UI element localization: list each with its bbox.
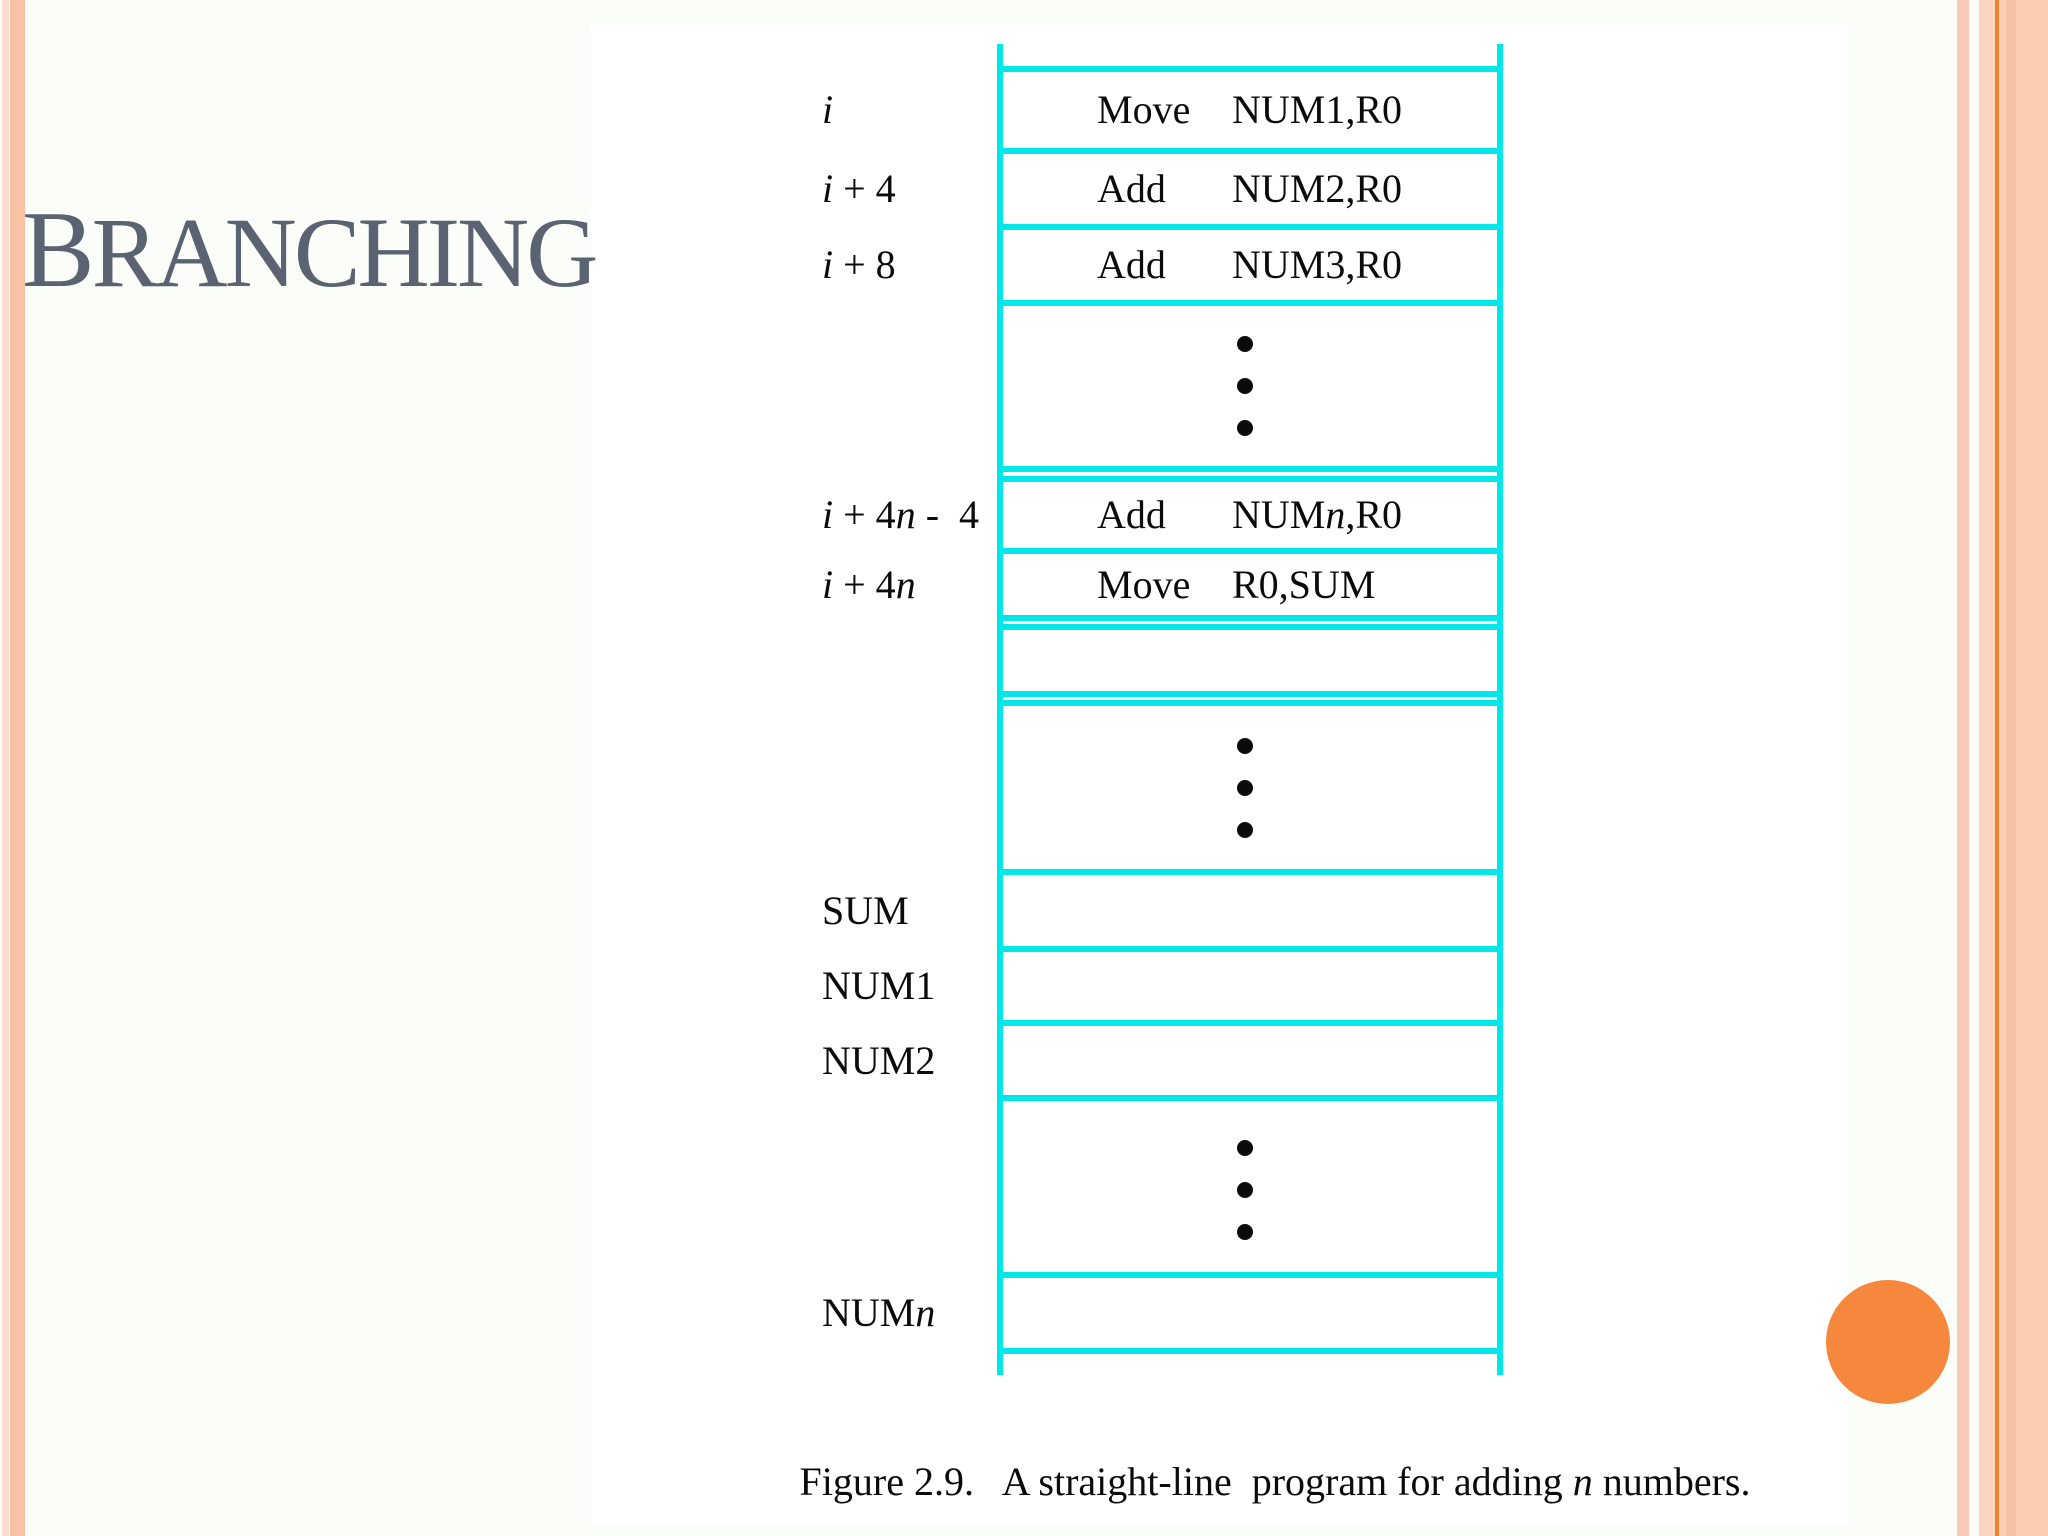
address-label: SUM xyxy=(822,887,997,935)
hline xyxy=(997,548,1503,554)
hline xyxy=(997,946,1503,952)
right-edge-band-inner-shade xyxy=(2006,0,2016,1536)
text-segment: NUM2 xyxy=(822,1037,936,1083)
hline xyxy=(997,466,1503,472)
address-label: i + 4n xyxy=(822,561,997,609)
right-edge-stripe-light xyxy=(1957,0,1969,1536)
text-segment: NUM1 xyxy=(822,963,936,1008)
opcode: Add xyxy=(1097,492,1166,537)
italic-text-segment: n xyxy=(1325,492,1346,537)
text-segment: NUM xyxy=(822,1290,916,1335)
orange-circle xyxy=(1826,1280,1950,1404)
ellipsis-dot xyxy=(1237,1139,1253,1156)
ellipsis-dot xyxy=(1237,1181,1253,1198)
page-title: BRANCHING xyxy=(22,189,599,310)
italic-text-segment: i xyxy=(822,87,834,132)
opcode: Move xyxy=(1097,561,1191,607)
ellipsis-dot xyxy=(1237,378,1253,394)
text-segment: NUM1,R0 xyxy=(1232,87,1403,132)
text-segment: NUM3,R0 xyxy=(1232,242,1403,287)
text-segment: + 4 xyxy=(833,492,896,537)
hline xyxy=(997,1272,1503,1278)
ellipsis-dot xyxy=(1237,1223,1253,1240)
vline-right xyxy=(1497,44,1503,1375)
operand: NUM2,R0 xyxy=(1232,165,1402,213)
right-edge-band-light xyxy=(1979,0,1995,1536)
ellipsis-dot xyxy=(1237,821,1253,838)
address-label: NUM1 xyxy=(822,962,997,1010)
italic-text-segment: n xyxy=(895,561,916,607)
opcode: Add xyxy=(1097,242,1166,287)
address-label: i + 4n - 4 xyxy=(822,491,997,539)
address-label: i + 4 xyxy=(822,165,997,213)
left-edge-stripe-main xyxy=(10,0,25,1536)
opcode: Add xyxy=(1097,166,1166,211)
italic-text-segment: n xyxy=(895,492,916,537)
hline xyxy=(997,1095,1503,1101)
address-label: NUMn xyxy=(822,1289,997,1337)
ellipsis-dot xyxy=(1237,779,1253,796)
hline xyxy=(997,615,1503,621)
operand: R0,SUM xyxy=(1232,561,1375,609)
hline xyxy=(997,869,1503,875)
italic-text-segment: i xyxy=(822,492,834,537)
left-edge-stripe-light xyxy=(2,0,9,1536)
text-segment: - 4 xyxy=(915,492,980,537)
hline xyxy=(997,700,1503,706)
hline xyxy=(997,476,1503,482)
address-label: i + 8 xyxy=(822,241,997,289)
text-segment: SUM xyxy=(822,887,909,933)
hline xyxy=(997,66,1503,72)
address-label: i xyxy=(822,86,997,134)
ellipsis-dot xyxy=(1237,420,1253,436)
italic-text-segment: n xyxy=(915,1290,936,1335)
right-edge-accent-line xyxy=(1995,0,1999,1536)
hline xyxy=(997,1348,1503,1354)
hline xyxy=(997,300,1503,306)
operand: NUM3,R0 xyxy=(1232,241,1402,289)
italic-text-segment: i xyxy=(822,561,834,607)
hline xyxy=(997,1020,1503,1026)
italic-text-segment: n xyxy=(1572,1459,1593,1504)
text-segment: + 8 xyxy=(833,242,896,287)
ellipsis-dot xyxy=(1237,336,1253,352)
text-segment: ,R0 xyxy=(1345,492,1403,537)
hline xyxy=(997,148,1503,154)
hline xyxy=(997,224,1503,230)
opcode: Move xyxy=(1097,87,1191,132)
text-segment: numbers. xyxy=(1592,1459,1751,1504)
italic-text-segment: i xyxy=(822,166,834,211)
text-segment: NUM xyxy=(1232,492,1326,537)
text-segment: + 4 xyxy=(833,561,896,607)
operand: NUMn,R0 xyxy=(1232,491,1402,539)
hline xyxy=(997,691,1503,697)
text-segment: Figure 2.9. A straight-line program for … xyxy=(799,1459,1573,1504)
address-label: NUM2 xyxy=(822,1037,997,1085)
hline xyxy=(997,624,1503,630)
text-segment: R0,SUM xyxy=(1232,561,1376,607)
vline-left xyxy=(997,44,1003,1375)
ellipsis-dot xyxy=(1237,737,1253,754)
operand: NUM1,R0 xyxy=(1232,86,1402,134)
text-segment: NUM2,R0 xyxy=(1232,166,1403,211)
figure-caption: Figure 2.9. A straight-line program for … xyxy=(740,1456,1810,1508)
italic-text-segment: i xyxy=(822,242,834,287)
text-segment: + 4 xyxy=(833,166,896,211)
